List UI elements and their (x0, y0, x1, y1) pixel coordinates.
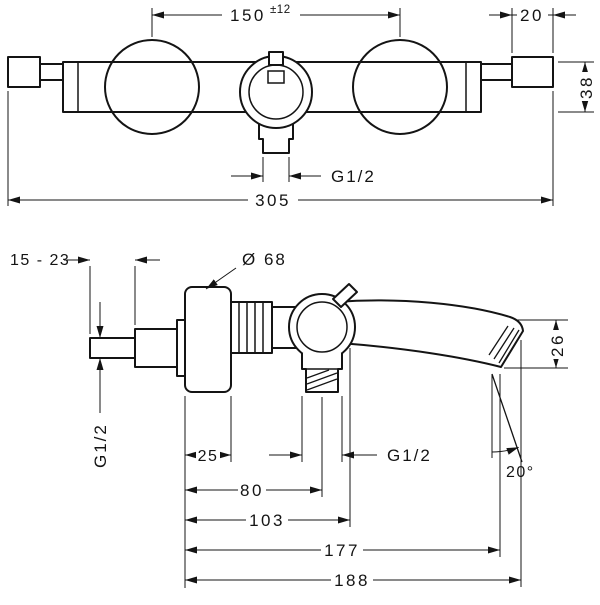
escutcheon-left (104, 39, 200, 135)
side-view: 15 - 23 Ø 68 G1/2 26 20° (10, 250, 568, 590)
handle-safety-button (268, 51, 284, 66)
dim-outlet-thread-value: G1/2 (387, 446, 432, 465)
dim-union-width-value: 20 (520, 6, 544, 25)
dim-spout-end-drop-value: 26 (548, 333, 567, 357)
dim-spout-angle-value: 20° (506, 464, 535, 481)
dim-escutcheon-depth-value: 25 (198, 448, 219, 465)
supply-nipple-right (480, 63, 513, 81)
wall-union-right (511, 56, 554, 88)
dim-spout-thread-front-value: G1/2 (331, 167, 376, 186)
dim-handle-projection-value: 80 (240, 481, 264, 500)
handle-lever (332, 283, 358, 308)
aerator-hatch (488, 325, 520, 364)
escutcheon-right (352, 39, 448, 135)
dim-total-projection: 188 (185, 340, 522, 590)
thermostat-handle-front (239, 55, 313, 129)
dim-supply-thread: G1/2 (91, 302, 110, 468)
escutcheon-side (184, 286, 232, 393)
dim-overall-width: 305 (7, 91, 554, 211)
supply-pipe-side (89, 337, 136, 359)
dim-spout-outlet-projection-value: 177 (324, 541, 360, 560)
dim-overall-width-value: 305 (255, 191, 291, 210)
dim-spout-angle: 20° (491, 373, 535, 481)
dim-body-height-value: 38 (577, 75, 596, 99)
dim-spout-outlet-projection: 177 (185, 374, 501, 560)
dim-union-width: 20 (489, 4, 576, 53)
ribbed-connector (230, 301, 273, 354)
escutcheon-neck (176, 319, 186, 377)
dim-outlet-projection: 103 (185, 348, 351, 530)
dim-supply-thread-value: G1/2 (91, 423, 110, 468)
dim-escutcheon-depth: 25 (185, 396, 232, 465)
dim-center-distance-tolerance: ±12 (270, 4, 291, 16)
dim-handle-projection: 80 (185, 397, 323, 500)
front-view: 150 ±12 20 38 G1/2 (7, 2, 596, 211)
dim-spout-thread-front: G1/2 (231, 157, 376, 186)
handle-inner-ring (248, 64, 304, 120)
union-nut-side (134, 328, 178, 368)
outlet-thread-hatch (306, 369, 338, 391)
dim-center-distance: 150 ±12 (151, 2, 401, 37)
handle-grip-detail (267, 70, 285, 84)
connector-ribs (238, 302, 264, 353)
dim-outlet-thread: G1/2 (269, 396, 432, 465)
dim-outlet-projection-value: 103 (249, 511, 285, 530)
dim-spout-end-drop: 26 (504, 319, 568, 369)
dim-escutcheon-diameter-value: Ø 68 (242, 250, 287, 269)
wall-union-left (7, 56, 41, 88)
spout-side (334, 299, 524, 368)
dim-wall-clearance: 15 - 23 (10, 252, 160, 334)
dim-center-distance-value: 150 (230, 6, 266, 25)
dim-total-projection-value: 188 (334, 571, 370, 590)
dim-wall-clearance-value: 15 - 23 (10, 252, 70, 269)
dim-escutcheon-diameter: Ø 68 (205, 250, 287, 290)
supply-nipple-left (39, 63, 64, 81)
handle-inner-ring-side (296, 301, 348, 353)
dim-body-height: 38 (558, 61, 596, 113)
